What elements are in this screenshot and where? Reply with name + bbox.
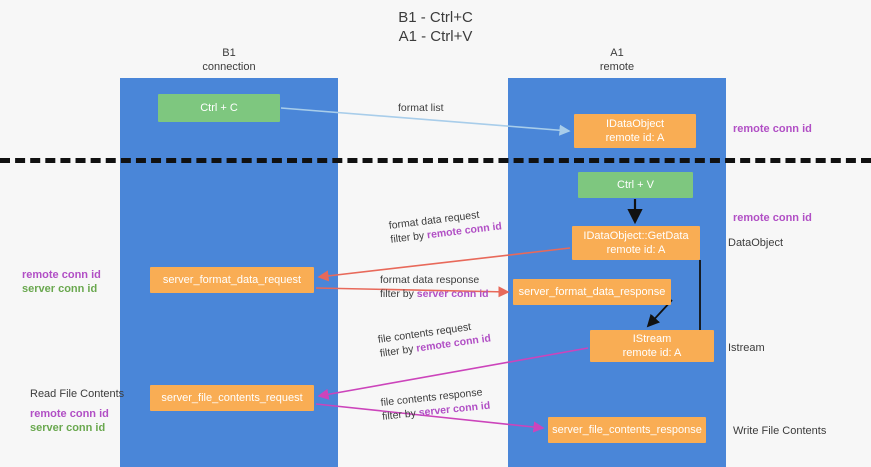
filter-prefix: filter by xyxy=(381,407,420,423)
node-getdata-subtitle: remote id: A xyxy=(606,244,666,256)
edge-label-format-data-response-filter: filter by server conn id xyxy=(380,287,489,301)
node-ctrl-c-label: Ctrl + C xyxy=(200,102,238,114)
label-istream: Istream xyxy=(728,342,765,354)
edge-label-format-data-response-text: format data response xyxy=(380,274,480,286)
label-left-conn-ids: remote conn id server conn id xyxy=(22,268,101,296)
label-remote-conn-id-mid: remote conn id xyxy=(733,212,812,224)
edge-label-format-data-request: format data request filter by remote con… xyxy=(388,205,503,246)
label-remote-conn-id-top: remote conn id xyxy=(733,123,812,135)
edge-label-format-list: format list xyxy=(398,101,444,115)
title-line-1: B1 - Ctrl+C xyxy=(398,9,473,26)
node-idataobject-getdata[interactable]: IDataObject::GetData remote id: A xyxy=(572,226,700,260)
filter-prefix: filter by xyxy=(389,229,428,246)
node-istream-title: IStream xyxy=(632,333,672,345)
diagram-title: B1 - Ctrl+C A1 - Ctrl+V xyxy=(0,8,871,46)
filter-key: server conn id xyxy=(416,288,489,300)
node-istream-subtitle: remote id: A xyxy=(622,347,682,359)
node-server-format-data-request-label: server_format_data_request xyxy=(162,274,302,286)
node-server-format-data-response[interactable]: server_format_data_response xyxy=(513,279,671,305)
node-getdata-title: IDataObject::GetData xyxy=(583,230,689,242)
node-ctrl-v[interactable]: Ctrl + V xyxy=(578,172,693,198)
edge-label-format-list-text: format list xyxy=(398,102,444,114)
node-ctrl-c[interactable]: Ctrl + C xyxy=(158,94,280,122)
title-line-2: A1 - Ctrl+V xyxy=(398,28,473,45)
node-istream[interactable]: IStream remote id: A xyxy=(590,330,714,362)
label-left-server-conn-id: server conn id xyxy=(22,283,98,295)
lane-header-a1-role: remote xyxy=(599,61,635,73)
lane-header-b1-name: B1 xyxy=(222,47,236,59)
edge-label-file-contents-request: file contents request filter by remote c… xyxy=(377,317,492,360)
phase-divider xyxy=(0,158,871,163)
node-server-file-contents-request[interactable]: server_file_contents_request xyxy=(150,385,314,411)
label-write-file-contents: Write File Contents xyxy=(733,425,827,437)
node-server-format-data-request[interactable]: server_format_data_request xyxy=(150,267,314,293)
node-server-file-contents-response-label: server_file_contents_response xyxy=(552,424,702,436)
filter-prefix: filter by xyxy=(379,342,418,360)
node-ctrl-v-label: Ctrl + V xyxy=(617,179,654,191)
edge-label-file-contents-response: file contents response filter by server … xyxy=(380,385,491,424)
lane-header-b1: B1 connection xyxy=(120,46,338,74)
node-server-format-data-response-label: server_format_data_response xyxy=(518,286,666,298)
lane-header-a1-name: A1 xyxy=(610,47,624,59)
node-idataobject[interactable]: IDataObject remote id: A xyxy=(574,114,696,148)
node-idataobject-subtitle: remote id: A xyxy=(605,132,665,144)
lane-header-b1-role: connection xyxy=(202,61,256,73)
node-server-file-contents-request-label: server_file_contents_request xyxy=(161,392,303,404)
lane-header-a1: A1 remote xyxy=(508,46,726,74)
label-dataobject: DataObject xyxy=(728,237,784,249)
filter-prefix: filter by xyxy=(380,288,417,300)
label-left-remote-conn-id: remote conn id xyxy=(22,269,101,281)
node-server-file-contents-response[interactable]: server_file_contents_response xyxy=(548,417,706,443)
label-left-read-file-contents-group: Read File Contents remote conn id server… xyxy=(30,387,124,435)
label-left-server-conn-id-2: server conn id xyxy=(30,422,106,434)
label-read-file-contents: Read File Contents xyxy=(30,388,125,400)
node-idataobject-title: IDataObject xyxy=(605,118,665,130)
label-left-remote-conn-id-2: remote conn id xyxy=(30,408,109,420)
edge-label-format-data-response: format data response filter by server co… xyxy=(380,273,489,301)
